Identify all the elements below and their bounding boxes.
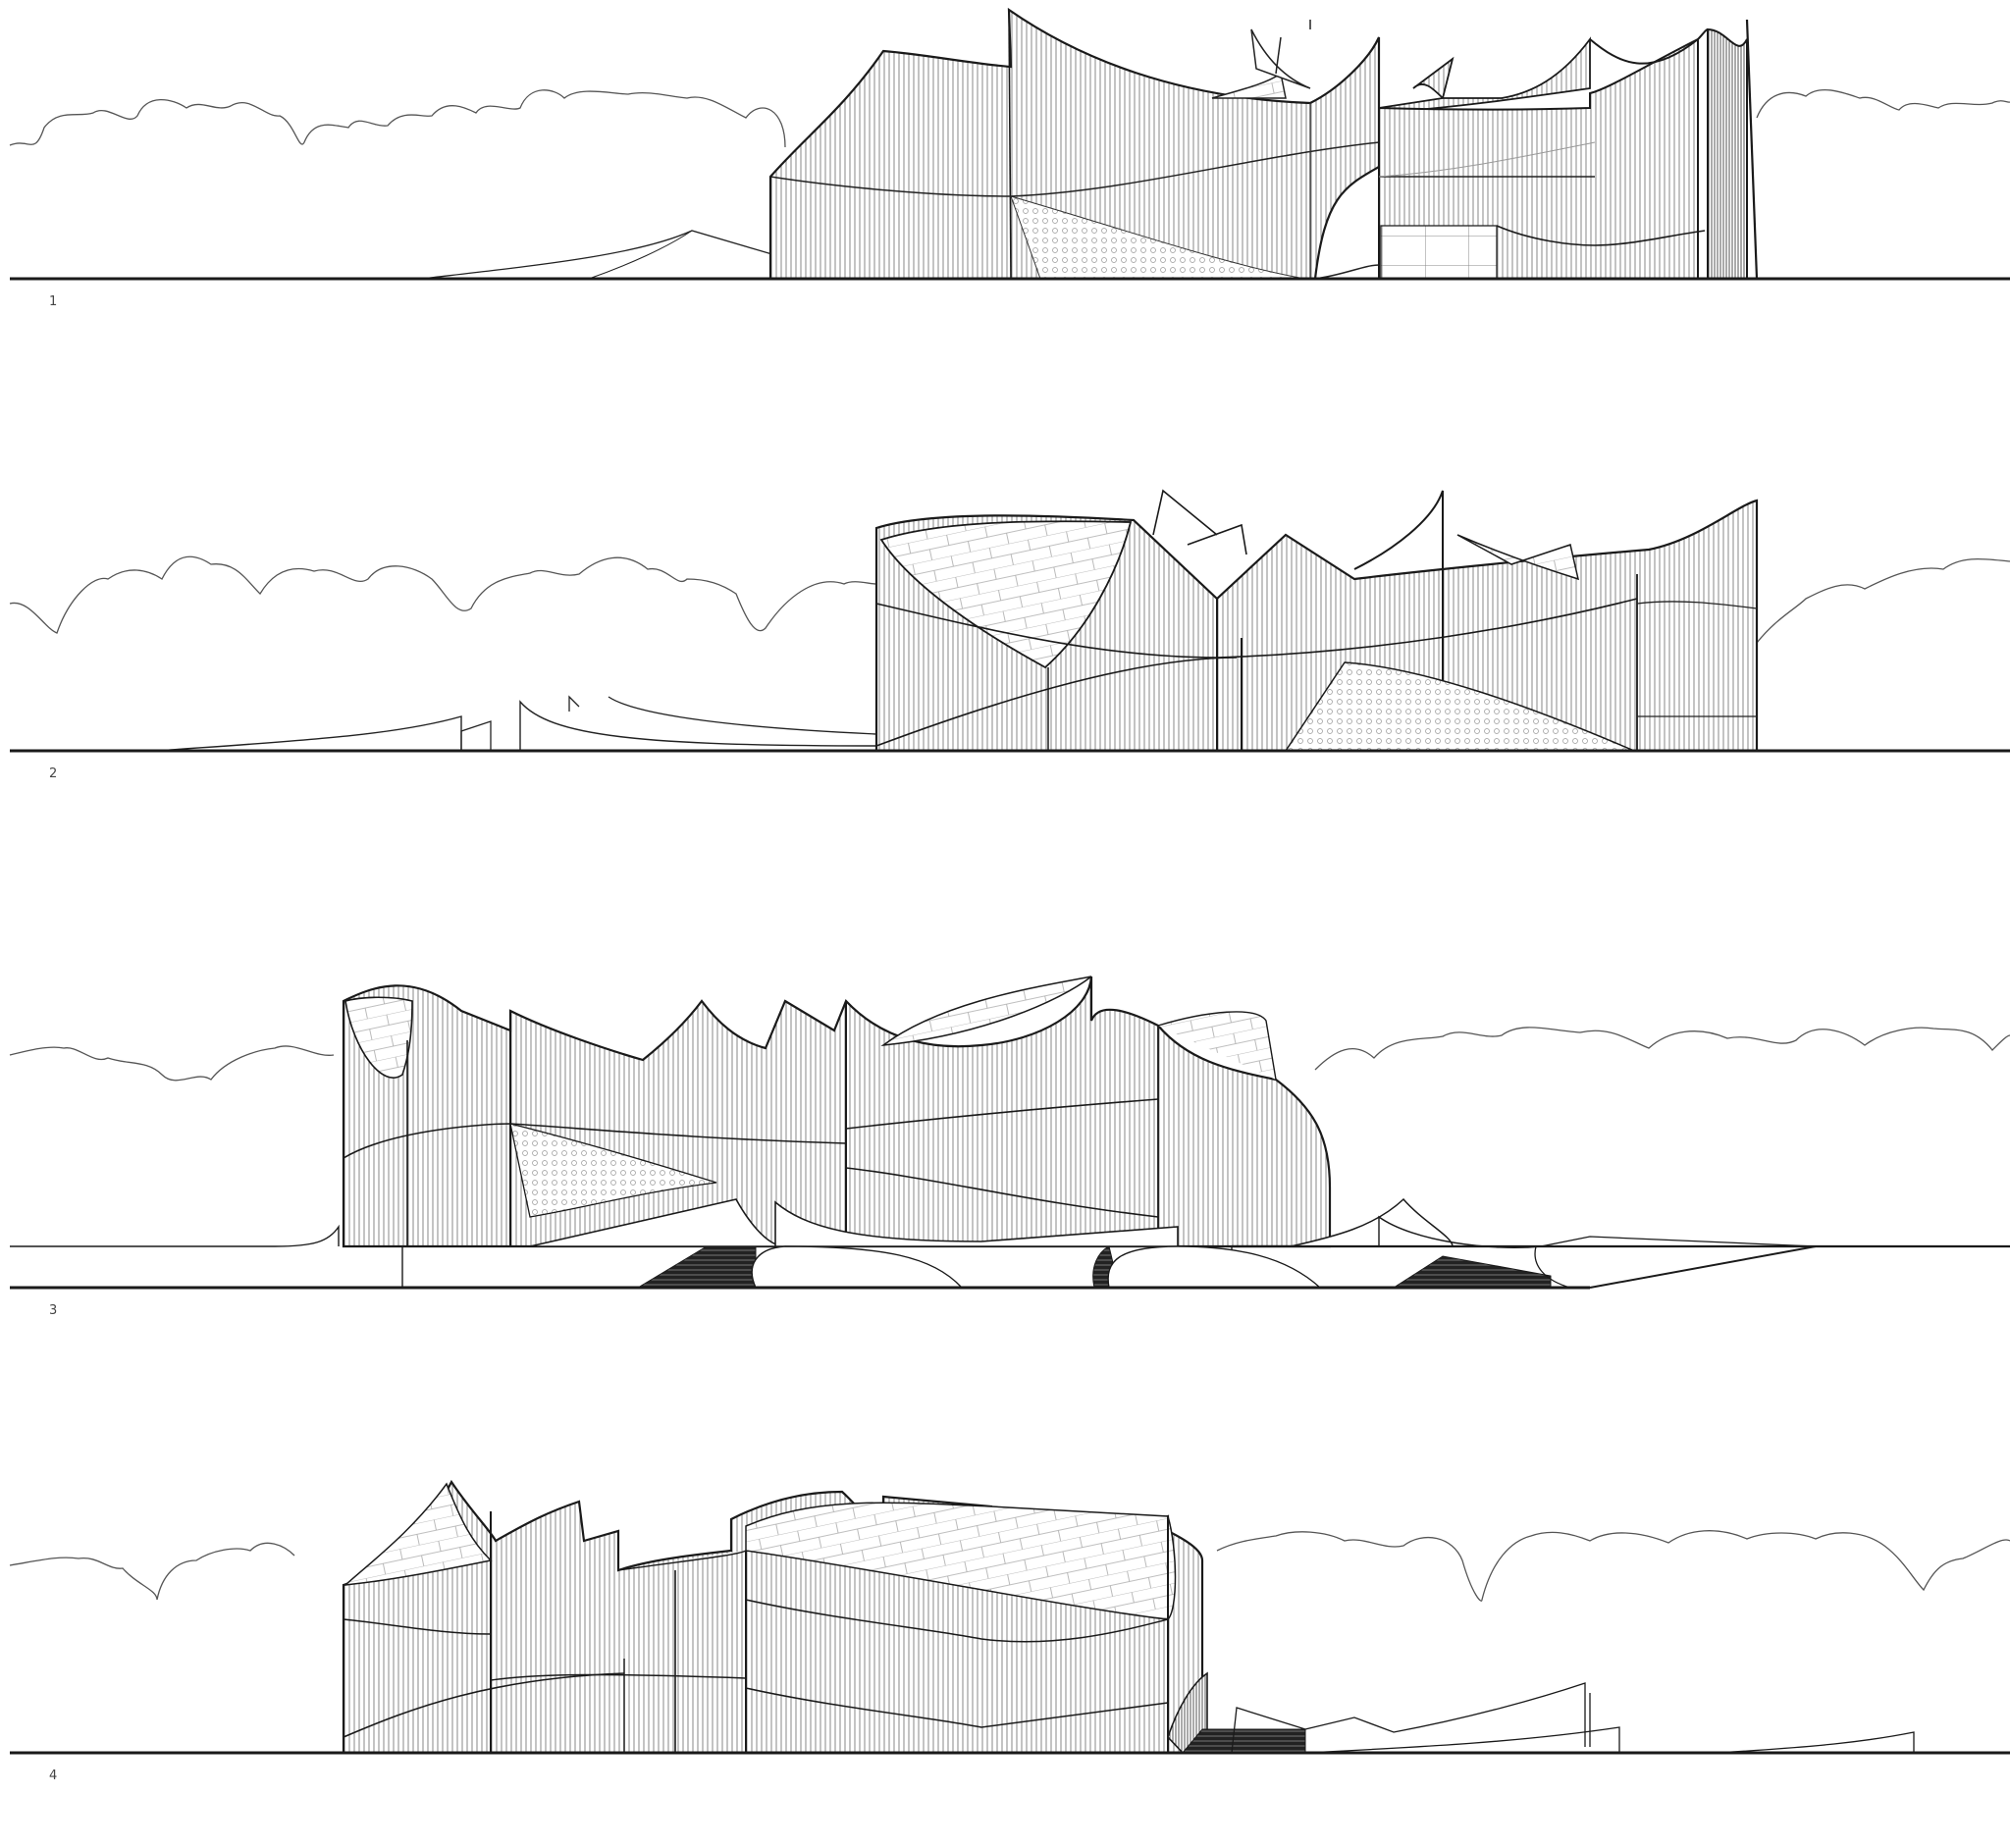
tree-line-right (1314, 1027, 2010, 1071)
building-mass-1 (768, 7, 1381, 281)
elevation-3: 3 (0, 942, 2010, 1318)
glazed-entrance (1380, 225, 1498, 280)
canopy-roof-right (1290, 1197, 1454, 1247)
building-mass-3 (342, 976, 1332, 1248)
tree-line-left (9, 1045, 335, 1082)
elevation-1-drawing (9, 7, 2010, 281)
elevation-label-1: 1 (49, 294, 58, 309)
tree-line-left (9, 89, 786, 148)
elevation-label-2: 2 (49, 766, 58, 781)
building-mass-1b (1378, 36, 1591, 279)
elevation-label-3: 3 (49, 1303, 58, 1318)
tree-line-left (9, 555, 877, 634)
tiled-roof-panel (879, 520, 1133, 669)
tree-line-right (1756, 88, 2010, 119)
elevation-label-4: 4 (49, 1769, 58, 1783)
tree-line-left (9, 1542, 295, 1601)
elevation-4-drawing (9, 1479, 2010, 1755)
stair-right (1392, 1255, 1552, 1289)
elevation-2-drawing (9, 489, 2010, 753)
stair-left (636, 1245, 757, 1289)
elevation-3-drawing (9, 976, 2010, 1290)
elevation-4: 4 (0, 1413, 2010, 1806)
tree-line-right (1216, 1530, 2010, 1602)
tree-line-right (1756, 557, 2010, 644)
elevation-2: 2 (0, 471, 2010, 785)
elevation-1: 1 (0, 0, 2010, 314)
stair-right (1181, 1728, 1306, 1754)
